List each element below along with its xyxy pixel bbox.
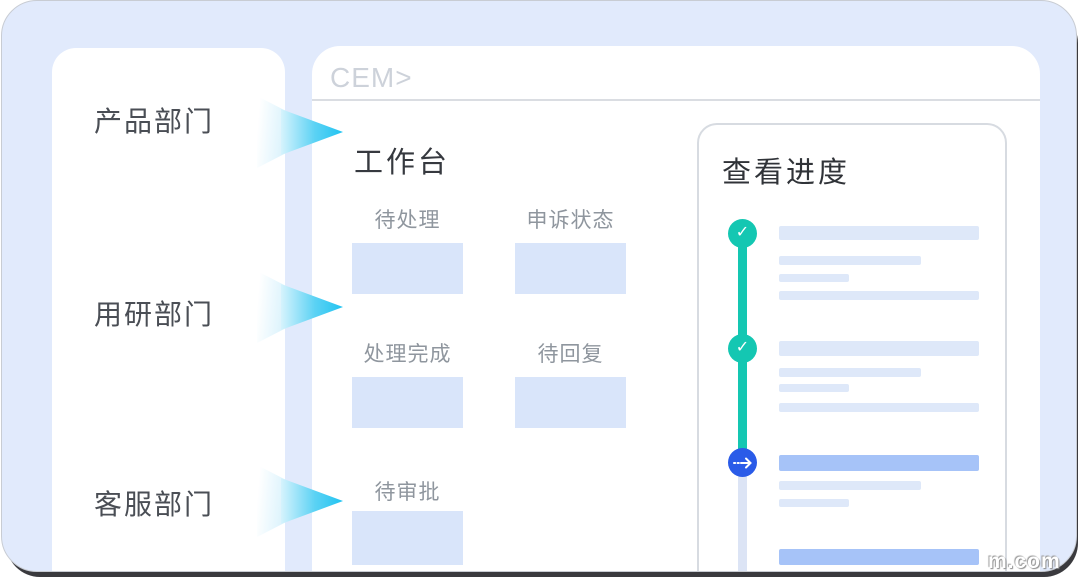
skeleton-bar — [779, 341, 979, 356]
stat-label: 申诉状态 — [526, 209, 615, 232]
flow-arrow-icon — [257, 271, 343, 343]
skeleton-bar-highlight — [779, 549, 979, 565]
flow-arrow-icon — [257, 96, 343, 168]
sidebar-item-service-dept[interactable]: 客服部门 — [94, 489, 215, 520]
timeline-node-done: ✓ — [728, 219, 757, 248]
stat-placeholder-block — [515, 377, 626, 428]
arrow-right-icon — [733, 457, 752, 468]
skeleton-bar — [779, 291, 979, 300]
stat-placeholder-block — [515, 243, 626, 294]
timeline-line-upcoming — [738, 463, 747, 571]
stat-placeholder-block — [352, 377, 463, 428]
check-icon: ✓ — [735, 223, 750, 241]
stat-placeholder-block — [352, 511, 463, 565]
stat-card-pending[interactable]: 待处理 — [352, 204, 463, 294]
arrow-front-triangle — [281, 284, 343, 330]
skeleton-bar — [779, 274, 849, 282]
stat-label: 待回复 — [537, 343, 604, 366]
check-icon: ✓ — [735, 338, 750, 356]
stat-label: 处理完成 — [363, 343, 452, 366]
skeleton-bar-highlight — [779, 455, 979, 471]
timeline-node-done: ✓ — [728, 334, 757, 363]
header-divider — [312, 99, 1040, 101]
timeline-node-current — [728, 448, 757, 477]
sidebar: 产品部门 用研部门 客服部门 — [52, 48, 285, 571]
watermark: m.com — [988, 550, 1061, 573]
sidebar-item-research-dept[interactable]: 用研部门 — [94, 299, 215, 330]
skeleton-bar — [779, 256, 921, 265]
progress-panel: 查看进度 ✓ ✓ — [697, 123, 1007, 571]
skeleton-bar — [779, 368, 921, 377]
flow-arrow-icon — [257, 465, 343, 537]
arrow-front-triangle — [281, 109, 343, 155]
skeleton-bar — [779, 384, 849, 392]
sidebar-item-product-dept[interactable]: 产品部门 — [94, 106, 215, 137]
skeleton-bar — [779, 499, 849, 507]
skeleton-bar — [779, 403, 979, 412]
arrow-front-triangle — [281, 478, 343, 524]
skeleton-bar — [779, 481, 921, 490]
page-title: 工作台 — [354, 147, 451, 179]
progress-title: 查看进度 — [722, 157, 851, 189]
stat-card-pending-approval[interactable]: 待审批 — [352, 476, 463, 565]
stat-card-completed[interactable]: 处理完成 — [352, 338, 463, 428]
skeleton-bar — [779, 226, 979, 240]
stat-label: 待审批 — [374, 481, 441, 504]
stat-card-appeal-status[interactable]: 申诉状态 — [515, 204, 626, 294]
breadcrumb: CEM> — [330, 62, 413, 93]
stat-label: 待处理 — [374, 209, 441, 232]
stat-placeholder-block — [352, 243, 463, 294]
stat-card-awaiting-reply[interactable]: 待回复 — [515, 338, 626, 428]
